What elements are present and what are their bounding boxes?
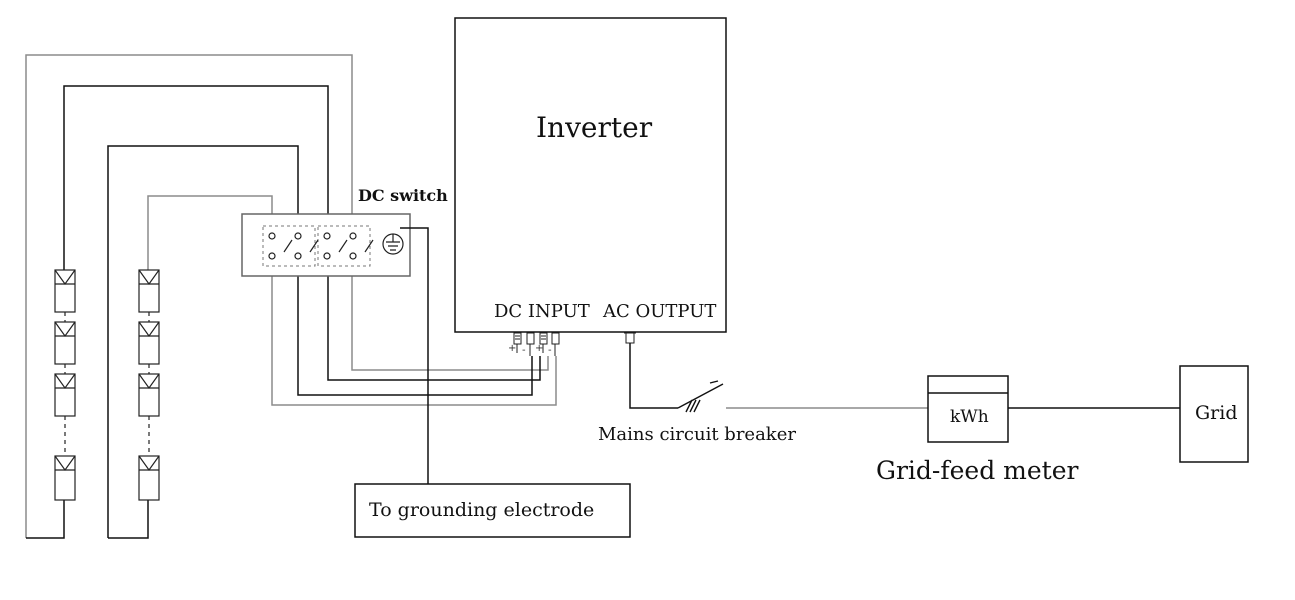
polarity-minus: - — [548, 345, 552, 356]
inverter-label: Inverter — [536, 111, 653, 144]
mc4-connector-icon — [513, 332, 560, 356]
dc-switch-label: DC switch — [358, 186, 448, 205]
ground-icon — [382, 233, 404, 255]
grounding-label: To grounding electrode — [369, 499, 595, 521]
dc-switch-box — [241, 213, 411, 277]
pv-string-1 — [54, 269, 76, 501]
grounding-wire — [400, 227, 429, 484]
pv-string-2 — [138, 269, 160, 501]
pv-panel-icon — [54, 321, 76, 365]
mains-breaker-label: Mains circuit breaker — [598, 424, 796, 445]
dc-switch-icon — [317, 225, 371, 267]
string1-outer-wire — [25, 54, 549, 538]
string1-bottom-wire — [26, 500, 65, 539]
grounding-electrode-box — [354, 483, 631, 538]
pv-panel-icon — [138, 321, 160, 365]
circuit-breaker-icon — [677, 380, 724, 413]
ac-output-wire — [629, 343, 678, 409]
polarity-plus: + — [508, 343, 517, 354]
pv-panel-icon — [138, 269, 160, 313]
pv-panel-icon — [138, 373, 160, 417]
meter-unit-label: kWh — [950, 407, 989, 427]
ac-output-label: AC OUTPUT — [603, 301, 717, 322]
pv-panel-icon — [54, 373, 76, 417]
dc-switch-icon — [262, 225, 316, 267]
grid-feed-meter — [927, 375, 1009, 443]
polarity-plus: + — [535, 343, 544, 354]
pv-panel-icon — [138, 455, 160, 501]
mc4-connector-icon — [624, 332, 636, 344]
pv-panel-icon — [54, 269, 76, 313]
string2-inner-wire — [147, 195, 557, 406]
dc-input-label: DC INPUT — [494, 301, 590, 322]
polarity-minus: - — [522, 345, 526, 356]
pv-panel-icon — [54, 455, 76, 501]
meter-name-label: Grid-feed meter — [876, 456, 1079, 485]
inverter-box — [454, 17, 727, 333]
grid-box — [1179, 365, 1249, 463]
string2-bottom-wire — [108, 500, 149, 539]
grid-label: Grid — [1195, 402, 1238, 424]
